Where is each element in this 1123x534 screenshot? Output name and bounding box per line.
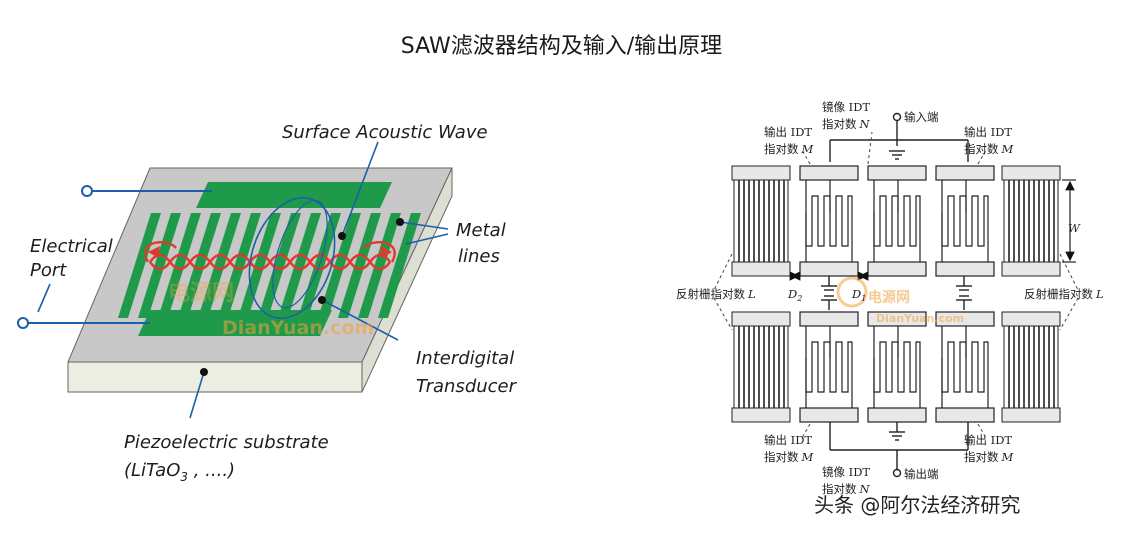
idt-bottom-3 xyxy=(935,311,995,423)
port-terminal-lower xyxy=(17,317,29,329)
dashed-leaders xyxy=(713,131,1079,439)
left-watermark-cn: 电源网 xyxy=(168,281,234,306)
page-title: SAW滤波器结构及输入/输出原理 xyxy=(400,34,723,59)
idt-bottom-1 xyxy=(799,311,859,423)
reflector-top-left xyxy=(731,165,791,277)
d2-label: D2 xyxy=(787,287,802,303)
mirror-idt-bottom-label: 镜像 IDT xyxy=(822,465,870,479)
substrate-side-face xyxy=(361,167,453,393)
output-idt-tr-label: 输出 IDT xyxy=(964,125,1012,139)
right-watermark-cn: 电源网 xyxy=(868,289,910,306)
metal-lines-label-1: Metal xyxy=(456,220,506,241)
reflector-bottom-left xyxy=(731,311,791,423)
top-ground-symbol xyxy=(889,150,905,160)
substrate-front-face xyxy=(67,361,363,393)
output-idt-bl-label: 输出 IDT xyxy=(764,433,812,447)
middle-ground-symbols xyxy=(821,276,972,310)
electrical-port-label-1: Electrical xyxy=(30,236,113,257)
right-watermark: DianYuan.com xyxy=(876,312,964,325)
port-terminal-upper xyxy=(81,185,93,197)
bottom-ground-symbol xyxy=(889,431,905,441)
w-label: W xyxy=(1068,221,1081,235)
bottom-row-elements xyxy=(731,311,1061,423)
substrate-label-1: Piezoelectric substrate xyxy=(124,432,329,453)
d1-label: D1 xyxy=(851,287,866,303)
left-watermark: DianYuan.com xyxy=(222,317,374,339)
idt-highlight-ellipse-2 xyxy=(272,199,328,309)
leader-lines xyxy=(37,141,449,419)
substrate-label-2: (LiTaO3 , ....) xyxy=(124,460,235,484)
output-idt-tl-label: 输出 IDT xyxy=(764,125,812,139)
idt-highlight-ellipse xyxy=(248,196,336,320)
idt-bottom-2 xyxy=(867,311,927,423)
upper-bus-bar xyxy=(196,182,392,208)
reflector-bottom-right xyxy=(1001,311,1061,423)
wave-arrow-right xyxy=(380,246,392,258)
bottom-wiring xyxy=(829,422,969,470)
output-idt-br-label: 输出 IDT xyxy=(964,433,1012,447)
electrical-port-label-2: Port xyxy=(30,260,67,281)
idt-top-2 xyxy=(867,165,927,277)
metal-lines-label-2: lines xyxy=(458,246,500,267)
idt-top-1 xyxy=(799,165,859,277)
idt-label-1: Interdigital xyxy=(416,348,514,369)
width-dimension xyxy=(1062,179,1076,263)
right-watermark-logo xyxy=(836,276,868,308)
interdigital-fingers xyxy=(118,213,421,318)
surface-wave-label: Surface Acoustic Wave xyxy=(282,122,488,143)
top-row-elements xyxy=(731,165,1061,277)
wave-arrow-left xyxy=(148,246,160,258)
surface-acoustic-wave xyxy=(144,241,396,271)
idt-top-3 xyxy=(935,165,995,277)
left-saw-diagram: DianYuan.com 电源网 Surface Acoustic Wave E… xyxy=(17,122,518,484)
reflector-top-right xyxy=(1001,165,1061,277)
mirror-idt-top-label: 镜像 IDT xyxy=(822,100,870,114)
footer-attribution: 头条 @阿尔法经济研究 xyxy=(814,493,1021,517)
output-port-label: 输出端 xyxy=(904,467,939,481)
electrical-port-wires xyxy=(28,190,212,324)
input-port-label: 输入端 xyxy=(904,110,939,124)
idt-label-2: Transducer xyxy=(416,376,518,397)
